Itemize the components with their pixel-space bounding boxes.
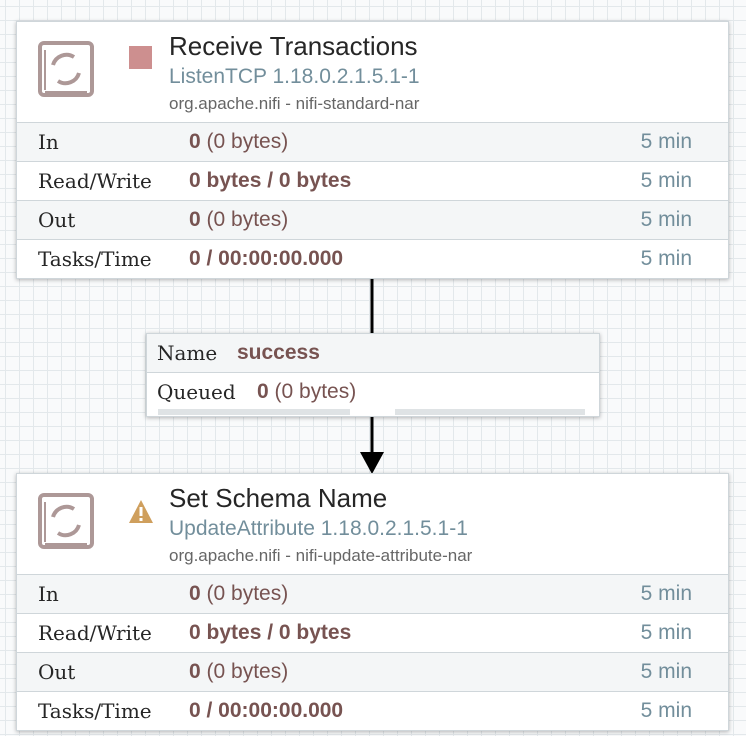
stat-time: 5 min [640, 169, 692, 192]
processor-name: Set Schema Name [169, 483, 388, 513]
stat-row-read-write: Read/Write 0 bytes / 0 bytes 5 min [17, 613, 728, 652]
stat-tasks-value: 0 / 00:00:00.000 [189, 247, 344, 270]
stat-row-tasks: Tasks/Time 0 / 00:00:00.000 5 min [17, 691, 728, 730]
stat-count: 0 [189, 582, 201, 605]
stat-tasks-value: 0 / 00:00:00.000 [189, 699, 344, 722]
stat-value: 0 / 00:00:00.000 [189, 247, 343, 271]
stat-size: (0 bytes) [206, 208, 289, 231]
connection-label[interactable]: Name success Queued 0 (0 bytes) [146, 333, 600, 417]
processor-icon [38, 41, 94, 97]
stat-value: 0 (0 bytes) [189, 660, 288, 684]
stat-row-out: Out 0 (0 bytes) 5 min [17, 652, 728, 691]
stat-count: 0 [189, 660, 201, 683]
processor-receive-transactions[interactable]: Receive Transactions ListenTCP 1.18.0.2.… [16, 21, 729, 279]
processor-header: Set Schema Name UpdateAttribute 1.18.0.2… [17, 474, 728, 574]
stat-row-tasks: Tasks/Time 0 / 00:00:00.000 5 min [17, 239, 728, 278]
stat-label: Read/Write [38, 621, 152, 645]
connection-queued-row: Queued 0 (0 bytes) [147, 373, 599, 411]
processor-stats: In 0 (0 bytes) 5 min Read/Write 0 bytes … [17, 574, 728, 730]
processor-type: UpdateAttribute 1.18.0.2.1.5.1-1 [169, 517, 468, 540]
stat-read-write-value: 0 bytes / 0 bytes [189, 621, 352, 644]
processor-name: Receive Transactions [169, 31, 418, 61]
queued-size: (0 bytes) [274, 380, 357, 403]
stat-label: Out [38, 208, 76, 232]
stat-label: In [38, 130, 59, 154]
stat-row-in: In 0 (0 bytes) 5 min [17, 122, 728, 161]
stat-label: Tasks/Time [38, 699, 152, 723]
connection-queued-label: Queued [157, 380, 236, 404]
processor-bundle: org.apache.nifi - nifi-update-attribute-… [169, 546, 473, 565]
queue-size-bar [395, 409, 585, 415]
queued-count: 0 [257, 380, 269, 403]
connection-queued-value: 0 (0 bytes) [257, 380, 356, 404]
stat-time: 5 min [640, 247, 692, 270]
stat-value: 0 / 00:00:00.000 [189, 699, 343, 723]
processor-header: Receive Transactions ListenTCP 1.18.0.2.… [17, 22, 728, 122]
stat-time: 5 min [640, 582, 692, 605]
stat-label: Tasks/Time [38, 247, 152, 271]
stop-icon [129, 46, 152, 69]
processor-icon [38, 493, 94, 549]
stat-label: In [38, 582, 59, 606]
stat-time: 5 min [640, 699, 692, 722]
stat-time: 5 min [640, 130, 692, 153]
connection-name-value: success [237, 341, 320, 364]
stat-size: (0 bytes) [206, 130, 289, 153]
connection-name-label: Name [157, 341, 218, 365]
stat-size: (0 bytes) [206, 660, 289, 683]
stat-count: 0 [189, 130, 201, 153]
stat-read-write-value: 0 bytes / 0 bytes [189, 169, 352, 192]
processor-stats: In 0 (0 bytes) 5 min Read/Write 0 bytes … [17, 122, 728, 278]
processor-bundle: org.apache.nifi - nifi-standard-nar [169, 94, 420, 113]
stat-time: 5 min [640, 660, 692, 683]
stat-value: 0 (0 bytes) [189, 208, 288, 232]
stat-time: 5 min [640, 208, 692, 231]
warning-icon[interactable] [128, 499, 154, 525]
stat-row-out: Out 0 (0 bytes) 5 min [17, 200, 728, 239]
stat-time: 5 min [640, 621, 692, 644]
stat-value: 0 (0 bytes) [189, 582, 288, 606]
stat-row-in: In 0 (0 bytes) 5 min [17, 574, 728, 613]
stat-value: 0 bytes / 0 bytes [189, 169, 351, 193]
processor-set-schema-name[interactable]: Set Schema Name UpdateAttribute 1.18.0.2… [16, 473, 729, 731]
stat-label: Read/Write [38, 169, 152, 193]
stat-label: Out [38, 660, 76, 684]
stat-size: (0 bytes) [206, 582, 289, 605]
connection-name-row: Name success [147, 334, 599, 373]
queue-count-bar [158, 409, 350, 415]
stat-value: 0 bytes / 0 bytes [189, 621, 351, 645]
stat-row-read-write: Read/Write 0 bytes / 0 bytes 5 min [17, 161, 728, 200]
connection-name: success [237, 341, 320, 365]
processor-type: ListenTCP 1.18.0.2.1.5.1-1 [169, 65, 420, 88]
stat-count: 0 [189, 208, 201, 231]
stat-value: 0 (0 bytes) [189, 130, 288, 154]
arrowhead-icon [360, 452, 384, 474]
